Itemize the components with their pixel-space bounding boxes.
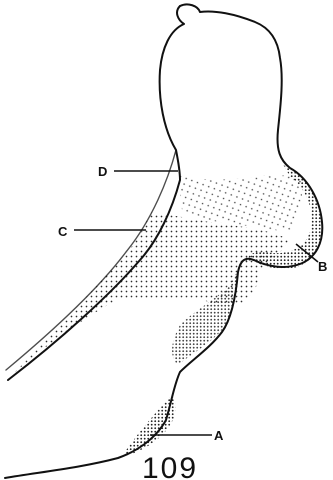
- region-a-stipple: [125, 395, 175, 456]
- label-c: C: [58, 224, 68, 239]
- outline-left: [8, 6, 184, 380]
- figure-number: 109: [142, 452, 198, 480]
- label-d: D: [98, 164, 107, 179]
- region-c-stipple: [12, 212, 290, 375]
- label-a: A: [214, 428, 224, 443]
- label-b: B: [318, 259, 327, 274]
